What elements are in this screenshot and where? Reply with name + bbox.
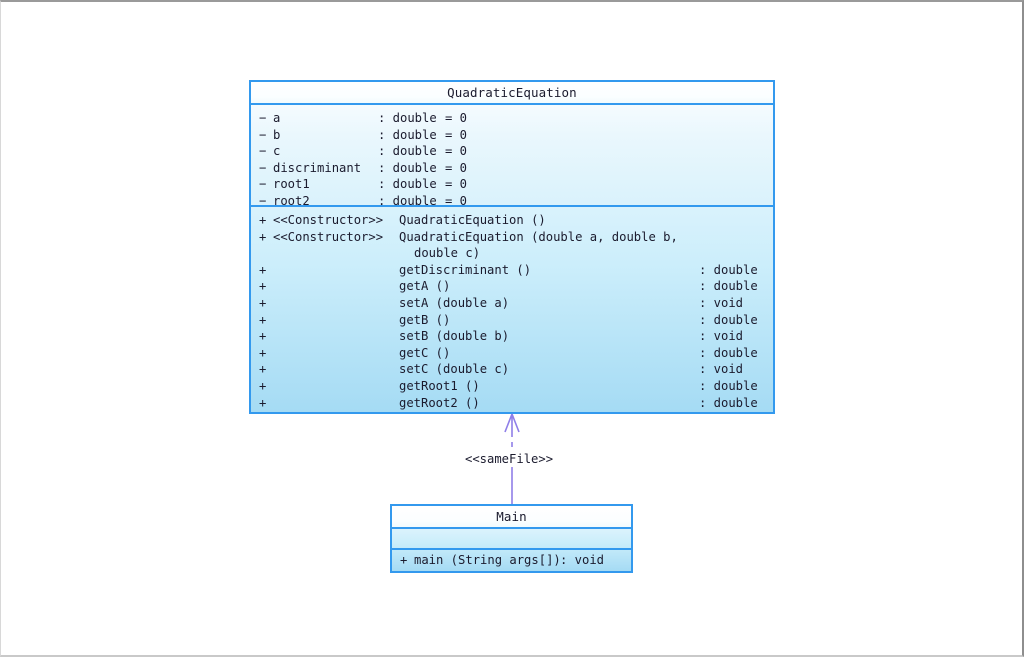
attribute-default: = 0: [445, 111, 468, 125]
uml-class-main[interactable]: Main + main (String args[]): void: [390, 504, 633, 573]
attribute-row: −root1 : double = 0: [251, 176, 773, 193]
method-signature: main (String args[]): [414, 553, 561, 567]
attributes-compartment-quadraticequation: −a: double= 0−b: double= 0−c: double= 0−…: [251, 105, 773, 210]
attribute-name: discriminant: [273, 160, 362, 175]
arrowhead-open-icon: [504, 413, 520, 433]
method-row: + getC () : double: [251, 345, 773, 362]
method-visibility: +: [259, 295, 267, 310]
attribute-row: −b : double = 0: [251, 127, 773, 144]
attribute-name: b: [273, 127, 281, 142]
method-visibility: +: [259, 279, 267, 294]
method-visibility: +: [259, 229, 267, 244]
method-row: + getRoot1 () : double: [251, 378, 773, 395]
method-signature: getDiscriminant (): [399, 262, 532, 277]
method-signature: setB (double b): [399, 329, 510, 344]
attribute-type: : double: [378, 177, 437, 192]
attribute-default: = 0: [445, 144, 468, 159]
method-signature: QuadraticEquation (double a, double b,: [399, 229, 678, 244]
method-row: + setA (double a) : void: [251, 295, 773, 312]
attributes-compartment-main: [392, 529, 631, 550]
method-row: + getRoot2 () : double: [251, 395, 773, 412]
method-signature: getA (): [399, 279, 451, 294]
method-visibility: +: [400, 553, 408, 567]
attribute-visibility: −: [259, 144, 267, 159]
class-name-main: Main: [392, 506, 631, 529]
attribute-row: −discriminant : double = 0: [251, 160, 773, 177]
method-signature: QuadraticEquation (): [399, 213, 546, 227]
method-stereotype: <<Constructor>>: [273, 213, 384, 227]
method-row: + setC (double c) : void: [251, 361, 773, 378]
uml-class-quadraticequation[interactable]: QuadraticEquation −a: double= 0−b: doubl…: [249, 80, 775, 414]
method-row: + <<Constructor>> QuadraticEquation (): [251, 212, 773, 229]
attribute-name: root1: [273, 177, 310, 192]
attribute-type: : double: [378, 193, 437, 208]
methods-compartment-quadraticequation: + <<Constructor>> QuadraticEquation () + <<C…: [251, 207, 773, 412]
attribute-default: = 0: [445, 193, 468, 208]
method-visibility: +: [259, 395, 267, 410]
attribute-type: : double: [378, 144, 437, 159]
method-signature: double c): [414, 246, 481, 261]
attribute-visibility: −: [259, 127, 267, 142]
method-return-type: : double: [699, 279, 758, 294]
method-return-type: : void: [699, 295, 744, 310]
method-visibility: +: [259, 362, 267, 377]
attribute-name: a: [273, 111, 281, 125]
methods-compartment-main: + main (String args[]): void: [392, 550, 631, 571]
method-signature: getRoot2 (): [399, 395, 480, 410]
method-return-type: : void: [699, 362, 744, 377]
method-row: + getB () : double: [251, 312, 773, 329]
method-row-continuation: double c): [251, 245, 773, 262]
attribute-visibility: −: [259, 111, 267, 125]
method-visibility: +: [259, 345, 267, 360]
attribute-name: c: [273, 144, 281, 159]
attribute-row: −root2 : double = 0: [251, 193, 773, 210]
attribute-type: : double: [378, 127, 437, 142]
method-signature: setA (double a): [399, 295, 510, 310]
method-row: + main (String args[]): void: [392, 552, 631, 569]
method-visibility: +: [259, 312, 267, 327]
attribute-visibility: −: [259, 160, 267, 175]
method-visibility: +: [259, 262, 267, 277]
method-return-type: : void: [560, 553, 605, 567]
method-visibility: +: [259, 329, 267, 344]
attribute-default: = 0: [445, 160, 468, 175]
method-visibility: +: [259, 213, 267, 227]
method-signature: getC (): [399, 345, 451, 360]
method-visibility: +: [259, 378, 267, 393]
attribute-default: = 0: [445, 177, 468, 192]
attribute-visibility: −: [259, 193, 267, 208]
attribute-row: −a : double = 0: [251, 110, 773, 127]
method-row: + <<Constructor>> QuadraticEquation (doubl…: [251, 229, 773, 246]
method-return-type: : double: [699, 312, 758, 327]
method-return-type: : double: [699, 395, 758, 410]
class-name-quadraticequation: QuadraticEquation: [251, 82, 773, 105]
method-row: + setB (double b) : void: [251, 328, 773, 345]
method-signature: getRoot1 (): [399, 378, 480, 393]
method-signature: getB (): [399, 312, 451, 327]
attribute-visibility: −: [259, 177, 267, 192]
attribute-type: : double: [378, 111, 437, 125]
method-return-type: : double: [699, 262, 758, 277]
attribute-type: : double: [378, 160, 437, 175]
relationship-stereotype-label: <<sameFile>>: [461, 451, 558, 467]
attribute-row: −c : double = 0: [251, 143, 773, 160]
method-return-type: : double: [699, 345, 758, 360]
method-return-type: : void: [699, 329, 744, 344]
method-row: + getDiscriminant () : double: [251, 262, 773, 279]
method-stereotype: <<Constructor>>: [273, 229, 384, 244]
method-signature: setC (double c): [399, 362, 510, 377]
method-return-type: : double: [699, 378, 758, 393]
attribute-name: root2: [273, 193, 310, 208]
attribute-default: = 0: [445, 127, 468, 142]
method-row: + getA () : double: [251, 278, 773, 295]
